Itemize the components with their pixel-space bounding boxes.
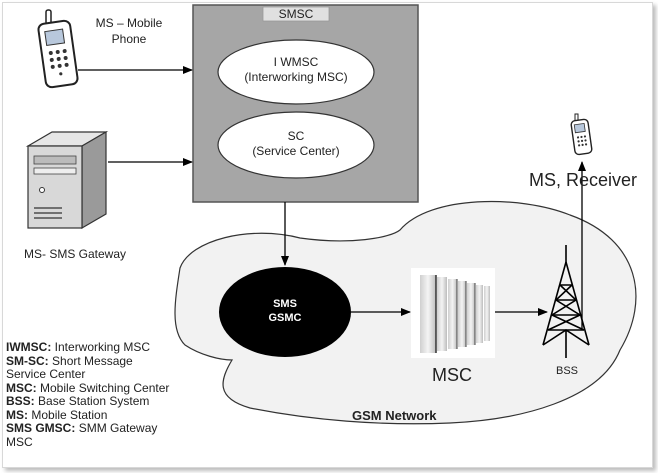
server-rack-icon	[411, 268, 495, 358]
bss-label: BSS	[556, 365, 578, 377]
iwmsc-node	[217, 39, 375, 105]
abbreviation-legend: IWMSC: Interworking MSC SM-SC: Short Mes…	[6, 340, 196, 449]
mobile-phone-sublabel: Phone	[112, 32, 147, 46]
mobile-phone-icon	[37, 9, 79, 89]
receiver-phone-icon	[570, 113, 593, 156]
sc-sublabel: (Service Center)	[252, 144, 339, 158]
sc-node	[217, 111, 375, 179]
legend-item: MS: Mobile Station	[6, 407, 108, 422]
smsc-title: SMSC	[279, 7, 314, 21]
server-tower-icon	[25, 130, 109, 230]
legend-item: IWMSC: Interworking MSC	[6, 340, 151, 354]
sms-gsmc-node	[219, 267, 351, 357]
legend-item: SM-SC: Short Message Service Center	[6, 353, 133, 381]
cell-tower-icon	[542, 245, 590, 358]
sms-gsmc-sublabel: GSMC	[269, 312, 302, 324]
sms-gsmc-label: SMS	[273, 298, 297, 310]
sc-label: SC	[288, 129, 305, 143]
legend-item: MSC: Mobile Switching Center	[6, 380, 170, 395]
legend-item: SMS GMSC: SMM Gateway MSC	[6, 421, 158, 449]
msc-label: MSC	[432, 365, 472, 385]
iwmsc-label: I WMSC	[274, 55, 319, 69]
sms-gateway-label: MS- SMS Gateway	[24, 247, 126, 261]
legend-item: BSS: Base Station System	[6, 394, 150, 408]
receiver-label: MS, Receiver	[529, 170, 637, 190]
smsc-title-box	[262, 6, 330, 22]
gsm-network-label: GSM Network	[352, 408, 437, 423]
iwmsc-sublabel: (Interworking MSC)	[244, 70, 347, 84]
mobile-phone-label: MS – Mobile	[96, 16, 163, 30]
